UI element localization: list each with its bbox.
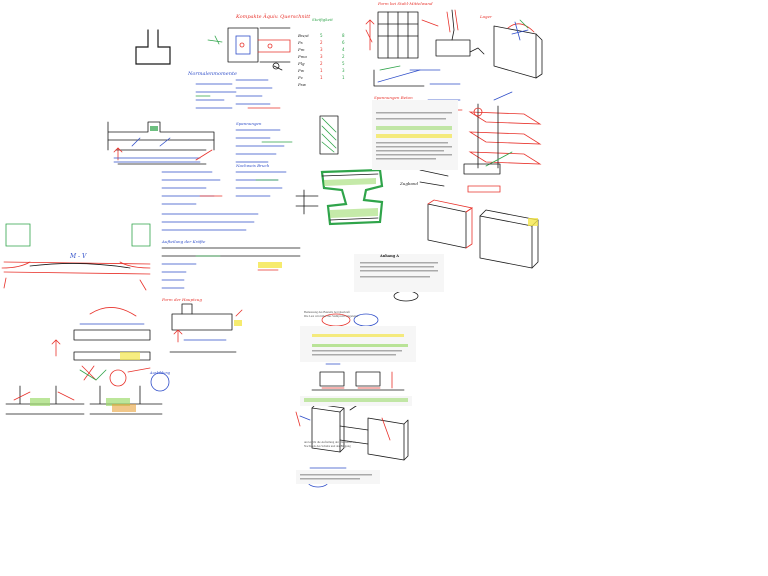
- stress-note: Spannungen: [236, 121, 262, 126]
- svg-text:8: 8: [342, 33, 345, 38]
- normal-moment-note: Normalenmomente: [188, 71, 237, 77]
- svg-text:1: 1: [342, 75, 345, 80]
- hatched-box: [319, 115, 339, 155]
- doc-text-block-2: und ergibt die Aufteilung der Druckstreb…: [304, 440, 404, 450]
- svg-text:3: 3: [320, 47, 323, 52]
- svg-text:5: 5: [320, 33, 323, 38]
- beam-label-note: M - V: [70, 253, 87, 260]
- long-beam-sketch: [1, 223, 151, 291]
- svg-text:5: 5: [342, 61, 345, 66]
- svg-text:2: 2: [320, 61, 323, 66]
- detailing-note: Ausbildung: [150, 371, 171, 375]
- footing-sketch: [169, 303, 243, 353]
- force-split-note: Aufteilung der Kräfte: [162, 239, 206, 244]
- columns-3d-sketch: [295, 401, 409, 461]
- lower-title-note: Form der Hauptzug: [162, 297, 202, 302]
- svg-text:1: 1: [320, 75, 323, 80]
- svg-text:Pm: Pm: [297, 47, 305, 52]
- svg-text:4: 4: [342, 47, 345, 52]
- svg-text:2: 2: [342, 54, 345, 59]
- svg-text:Pmo: Pmo: [297, 54, 307, 59]
- top-title-note: Kompakte Äquiv. Querschnitt: [236, 14, 311, 20]
- doc-line: und ergibt die Aufteilung der Druckstreb…: [304, 440, 357, 444]
- svg-text:1: 1: [320, 68, 323, 73]
- table-head-note: Steifigkeit: [312, 17, 333, 22]
- svg-text:6: 6: [342, 40, 345, 45]
- member-row-sketch: [311, 363, 405, 391]
- document-snippets: [296, 100, 458, 484]
- cross-section-sketch: [207, 27, 291, 71]
- doc-head-note: Spannungen Beton: [374, 95, 413, 100]
- planes-3d-sketch: [463, 91, 542, 193]
- svg-text:3: 3: [320, 54, 323, 59]
- svg-text:2: 2: [320, 40, 323, 45]
- svg-text:Plg: Plg: [297, 61, 305, 66]
- svg-text:Psw: Psw: [297, 82, 307, 87]
- stiffness-table: Bw,st Ps Pm Pmo Plg Pw Pc Psw 5 8 2 6 3 4 3…: [297, 33, 345, 87]
- doc-line: Die Last wird über das Stahlprofil einge…: [304, 314, 359, 319]
- tie-note: Zugband: [400, 181, 418, 186]
- doc-line: Nachweis des Schubs und der Biegung: [304, 444, 351, 449]
- green-profile-sketch: [295, 168, 384, 226]
- failure-note: Nachweis Bruch: [236, 163, 270, 168]
- frame-sketch: [365, 9, 485, 87]
- foundation-sketch: [135, 29, 171, 65]
- frame-title-note: Form bei Stahl-Mittelwand: [378, 1, 433, 6]
- wall-panel-sketch: [493, 19, 543, 79]
- blocks-3d-sketch: [427, 199, 539, 269]
- doc-text-block: Bemessung des Bauteils bei Querkraft Die…: [304, 310, 404, 320]
- slab-sketch: [51, 307, 151, 381]
- bearing-note: Lager: [480, 14, 492, 19]
- doc-line: Bemessung des Bauteils bei Querkraft: [304, 310, 350, 314]
- svg-text:Pw: Pw: [297, 68, 305, 73]
- ground-detail-sketch: [5, 367, 170, 415]
- svg-text:Pc: Pc: [297, 75, 304, 80]
- svg-text:Bw,st: Bw,st: [297, 33, 309, 38]
- svg-text:3: 3: [342, 68, 345, 73]
- section-beam-sketch: [107, 121, 215, 165]
- doc2-head-note: Anhang A: [380, 254, 399, 258]
- svg-text:Ps: Ps: [297, 40, 303, 45]
